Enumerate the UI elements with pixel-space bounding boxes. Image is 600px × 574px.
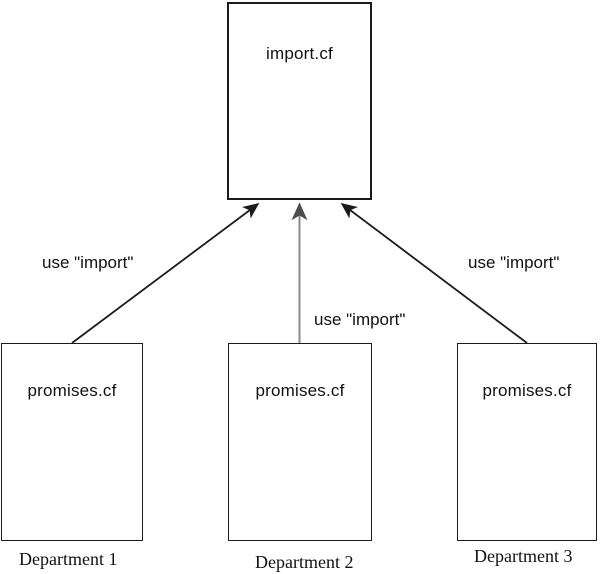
node-promises-cf-dept3: promises.cf	[457, 343, 597, 541]
node-promises-cf-dept2-label: promises.cf	[255, 381, 345, 400]
edge-label-dept1: use "import"	[42, 253, 134, 272]
node-import-cf-label: import.cf	[266, 44, 333, 63]
node-promises-cf-dept3-label: promises.cf	[482, 381, 572, 400]
node-promises-cf-dept1-label: promises.cf	[27, 381, 117, 400]
caption-department-3: Department 3	[474, 546, 573, 566]
node-import-cf: import.cf	[227, 2, 372, 200]
edge-label-dept2: use "import"	[314, 310, 406, 329]
edge-arrow-dept1-to-import	[71, 203, 260, 344]
node-promises-cf-dept2: promises.cf	[228, 343, 372, 541]
caption-department-2: Department 2	[255, 552, 354, 572]
node-promises-cf-dept1: promises.cf	[1, 343, 143, 541]
edge-label-dept3: use "import"	[468, 253, 560, 272]
caption-department-1: Department 1	[19, 549, 118, 569]
